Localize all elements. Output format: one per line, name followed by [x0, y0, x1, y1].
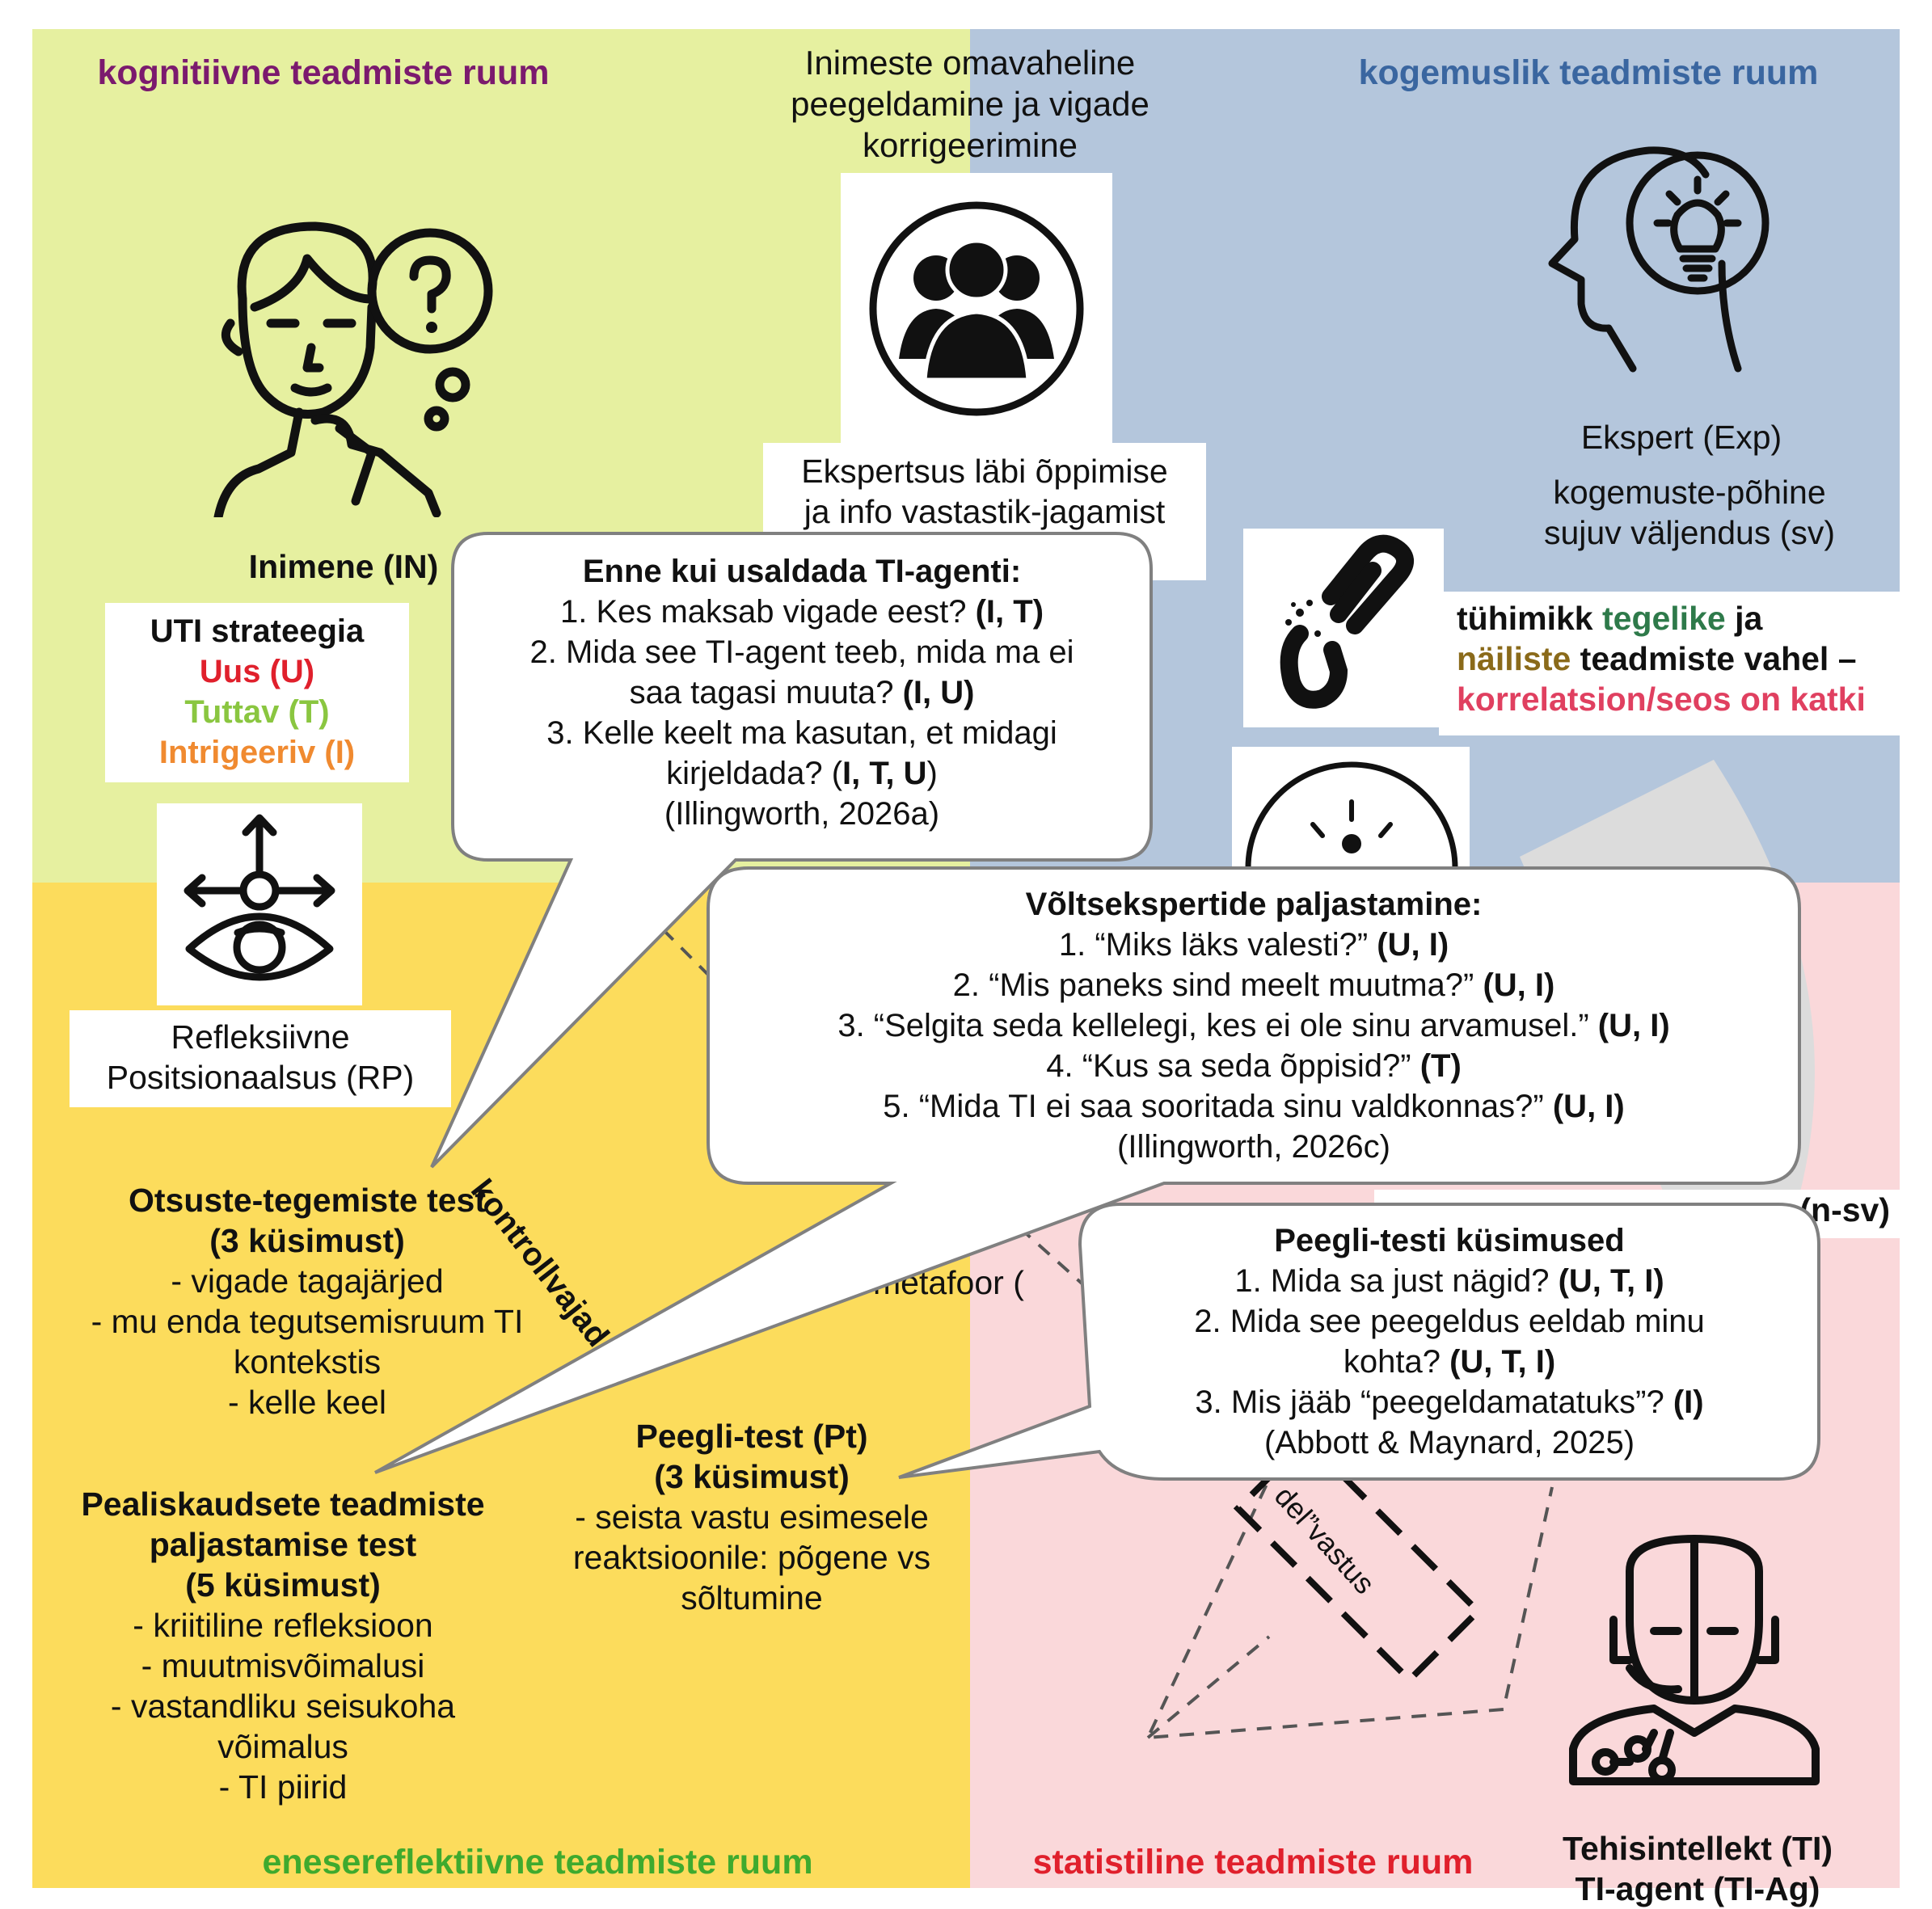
- experiential-title: kogemuslik teadmiste ruum: [1358, 53, 1819, 92]
- group-icon-box: [841, 173, 1112, 445]
- selfreflective-title: enesereflektiivne teadmiste ruum: [262, 1843, 813, 1882]
- statistical-title: statistiline teadmiste ruum: [1032, 1843, 1474, 1882]
- gap-line-1: tühimikk tegelike ja: [1457, 600, 1763, 637]
- mirror-test-item: reaktsioonile: põgene vs: [572, 1539, 931, 1576]
- decision-test-count: (3 küsimust): [209, 1222, 405, 1259]
- expert-desc-line: kogemuste-põhine: [1553, 474, 1826, 511]
- decision-test-item: - mu enda tegutsemisruum TI: [91, 1303, 524, 1340]
- human-label: Inimene (IN): [248, 548, 439, 585]
- decision-test: Otsuste-tegemiste test (3 küsimust) - vi…: [57, 1180, 558, 1422]
- uti-strategy-box: UTI strateegia Uus (U) Tuttav (T) Intrig…: [105, 603, 409, 782]
- bubble-1-line: 2. Mida see TI-agent teeb, mida ma ei: [529, 634, 1074, 670]
- decision-test-item: - kelle keel: [228, 1384, 386, 1421]
- caption-line: peegeldamine ja vigade: [791, 85, 1149, 124]
- bubble-2-line: 2. “Mis paneks sind meelt muutma?” (U, I…: [952, 967, 1555, 1003]
- ai-label-line: Tehisintellekt (TI): [1562, 1830, 1833, 1867]
- bubble-2-citation: (Illingworth, 2026c): [1117, 1129, 1390, 1165]
- decision-test-item: - vigade tagajärjed: [171, 1262, 444, 1300]
- mirror-test-title: Peegli-test (Pt): [635, 1418, 868, 1455]
- mirror-test-item: sõltumine: [681, 1579, 823, 1616]
- expert-label: Ekspert (Exp): [1580, 419, 1782, 456]
- bubble-1-line: 3. Kelle keelt ma kasutan, et midagi: [546, 715, 1057, 751]
- rp-label: Refleksiivne Positsionaalsus (RP): [70, 1010, 451, 1107]
- decision-test-item: kontekstis: [233, 1343, 382, 1380]
- expertise-line: Ekspertsus läbi õppimise: [801, 453, 1168, 490]
- thinking-person-icon: [213, 221, 493, 517]
- bubble-1-line: kirjeldada? (I, T, U): [666, 756, 938, 791]
- bubble-2-line: 3. “Selgita seda kellelegi, kes ei ole s…: [837, 1008, 1670, 1043]
- bubble-3-line: 2. Mida see peegeldus eeldab minu: [1194, 1304, 1705, 1339]
- expertise-line: ja info vastastik-jagamist: [804, 493, 1166, 531]
- hidden-knowledge-test: Pealiskaudsete teadmiste paljastamise te…: [49, 1484, 517, 1807]
- expert-desc-line: sujuv väljendus (sv): [1543, 514, 1836, 552]
- top-center-caption: Inimeste omavaheline peegeldamine ja vig…: [728, 42, 1213, 166]
- hidden-test-item: võimalus: [217, 1728, 348, 1765]
- broken-chain-icon: [1280, 534, 1414, 709]
- cognitive-title: kognitiivne teadmiste ruum: [97, 53, 550, 92]
- dashed-connector-line-2: [1146, 1635, 1271, 1739]
- bubble-1-title: Enne kui usaldada TI-agenti:: [582, 554, 1022, 589]
- mirror-test: Peegli-test (Pt) (3 küsimust) - seista v…: [550, 1416, 954, 1618]
- bubble-1-citation: (Illingworth, 2026a): [664, 796, 940, 832]
- hidden-test-count: (5 küsimust): [185, 1566, 381, 1603]
- gap-line-3: korrelatsion/seos on katki: [1457, 681, 1866, 718]
- bubble-2-line: 5. “Mida TI ei saa sooritada sinu valdko…: [883, 1089, 1625, 1124]
- bubble-1-text: Enne kui usaldada TI-agenti: 1. Kes maks…: [461, 551, 1143, 834]
- hidden-test-title: paljastamise test: [149, 1526, 417, 1563]
- chain-icon-box: [1243, 529, 1444, 727]
- bubble-3-line: 3. Mis jääb “peegeldamatatuks”? (I): [1195, 1384, 1704, 1420]
- bubble-2-line: 4. “Kus sa seda õppisid?” (T): [1046, 1048, 1462, 1084]
- head-lightbulb-icon: [1548, 146, 1770, 373]
- bubble-2-text: Võltsekspertide paljastamine: 1. “Miks l…: [716, 884, 1791, 1167]
- hidden-test-title: Pealiskaudsete teadmiste: [81, 1485, 485, 1523]
- bubble-1-line: saa tagasi muuta? (I, U): [629, 675, 975, 710]
- uti-familiar: Tuttav (T): [184, 694, 330, 730]
- decision-test-title: Otsuste-tegemiste test: [128, 1182, 486, 1219]
- rp-line: Refleksiivne: [171, 1018, 350, 1056]
- uti-intriguing: Intrigeeriv (I): [158, 735, 356, 770]
- hidden-test-item: - vastandliku seisukoha: [110, 1688, 456, 1725]
- mirror-test-item: - seista vastu esimesele: [575, 1498, 929, 1536]
- mirror-test-count: (3 küsimust): [654, 1458, 850, 1495]
- bubble-3-text: Peegli-testi küsimused 1. Mida sa just n…: [1088, 1220, 1811, 1463]
- rp-icon-box: [157, 803, 362, 1005]
- hidden-test-item: - TI piirid: [218, 1768, 348, 1806]
- bubble-3-line: 1. Mida sa just nägid? (U, T, I): [1234, 1263, 1664, 1299]
- bubble-3-line: kohta? (U, T, I): [1343, 1344, 1556, 1380]
- ai-agent-robot-icon: [1569, 1535, 1820, 1785]
- gap-line-2: näiliste teadmiste vahel –: [1457, 640, 1857, 677]
- caption-line: Inimeste omavaheline: [804, 44, 1136, 82]
- eye-with-arrows-icon: [183, 814, 335, 981]
- bubble-1-line: 1. Kes maksab vigade eest? (I, T): [559, 594, 1044, 630]
- hidden-test-item: - muutmisvõimalusi: [141, 1647, 425, 1684]
- rp-line: Positsionaalsus (RP): [106, 1059, 415, 1097]
- group-of-people-icon: [869, 201, 1084, 416]
- expert-desc: kogemuste-põhine sujuv väljendus (sv): [1471, 472, 1908, 553]
- bubble-3-shape: [898, 1203, 1820, 1481]
- caption-line: korrigeerimine: [862, 126, 1078, 165]
- gap-statement: tühimikk tegelike ja näiliste teadmiste …: [1439, 592, 1916, 735]
- dashed-connector-line: [661, 928, 1554, 1740]
- bubble-3-citation: (Abbott & Maynard, 2025): [1263, 1425, 1635, 1460]
- bubble-2-line: 1. “Miks läks valesti?” (U, I): [1058, 927, 1449, 963]
- bubble-3-title: Peegli-testi küsimused: [1274, 1223, 1625, 1258]
- uti-new: Uus (U): [199, 654, 315, 689]
- bubble-2-title: Võltsekspertide paljastamine:: [1025, 887, 1483, 922]
- uti-title: UTI strateegia: [150, 613, 365, 649]
- bubble-2-shape: [374, 866, 1801, 1474]
- bubble-1-shape: [430, 532, 1153, 1169]
- hidden-test-item: - kriitiline refleksioon: [133, 1607, 433, 1644]
